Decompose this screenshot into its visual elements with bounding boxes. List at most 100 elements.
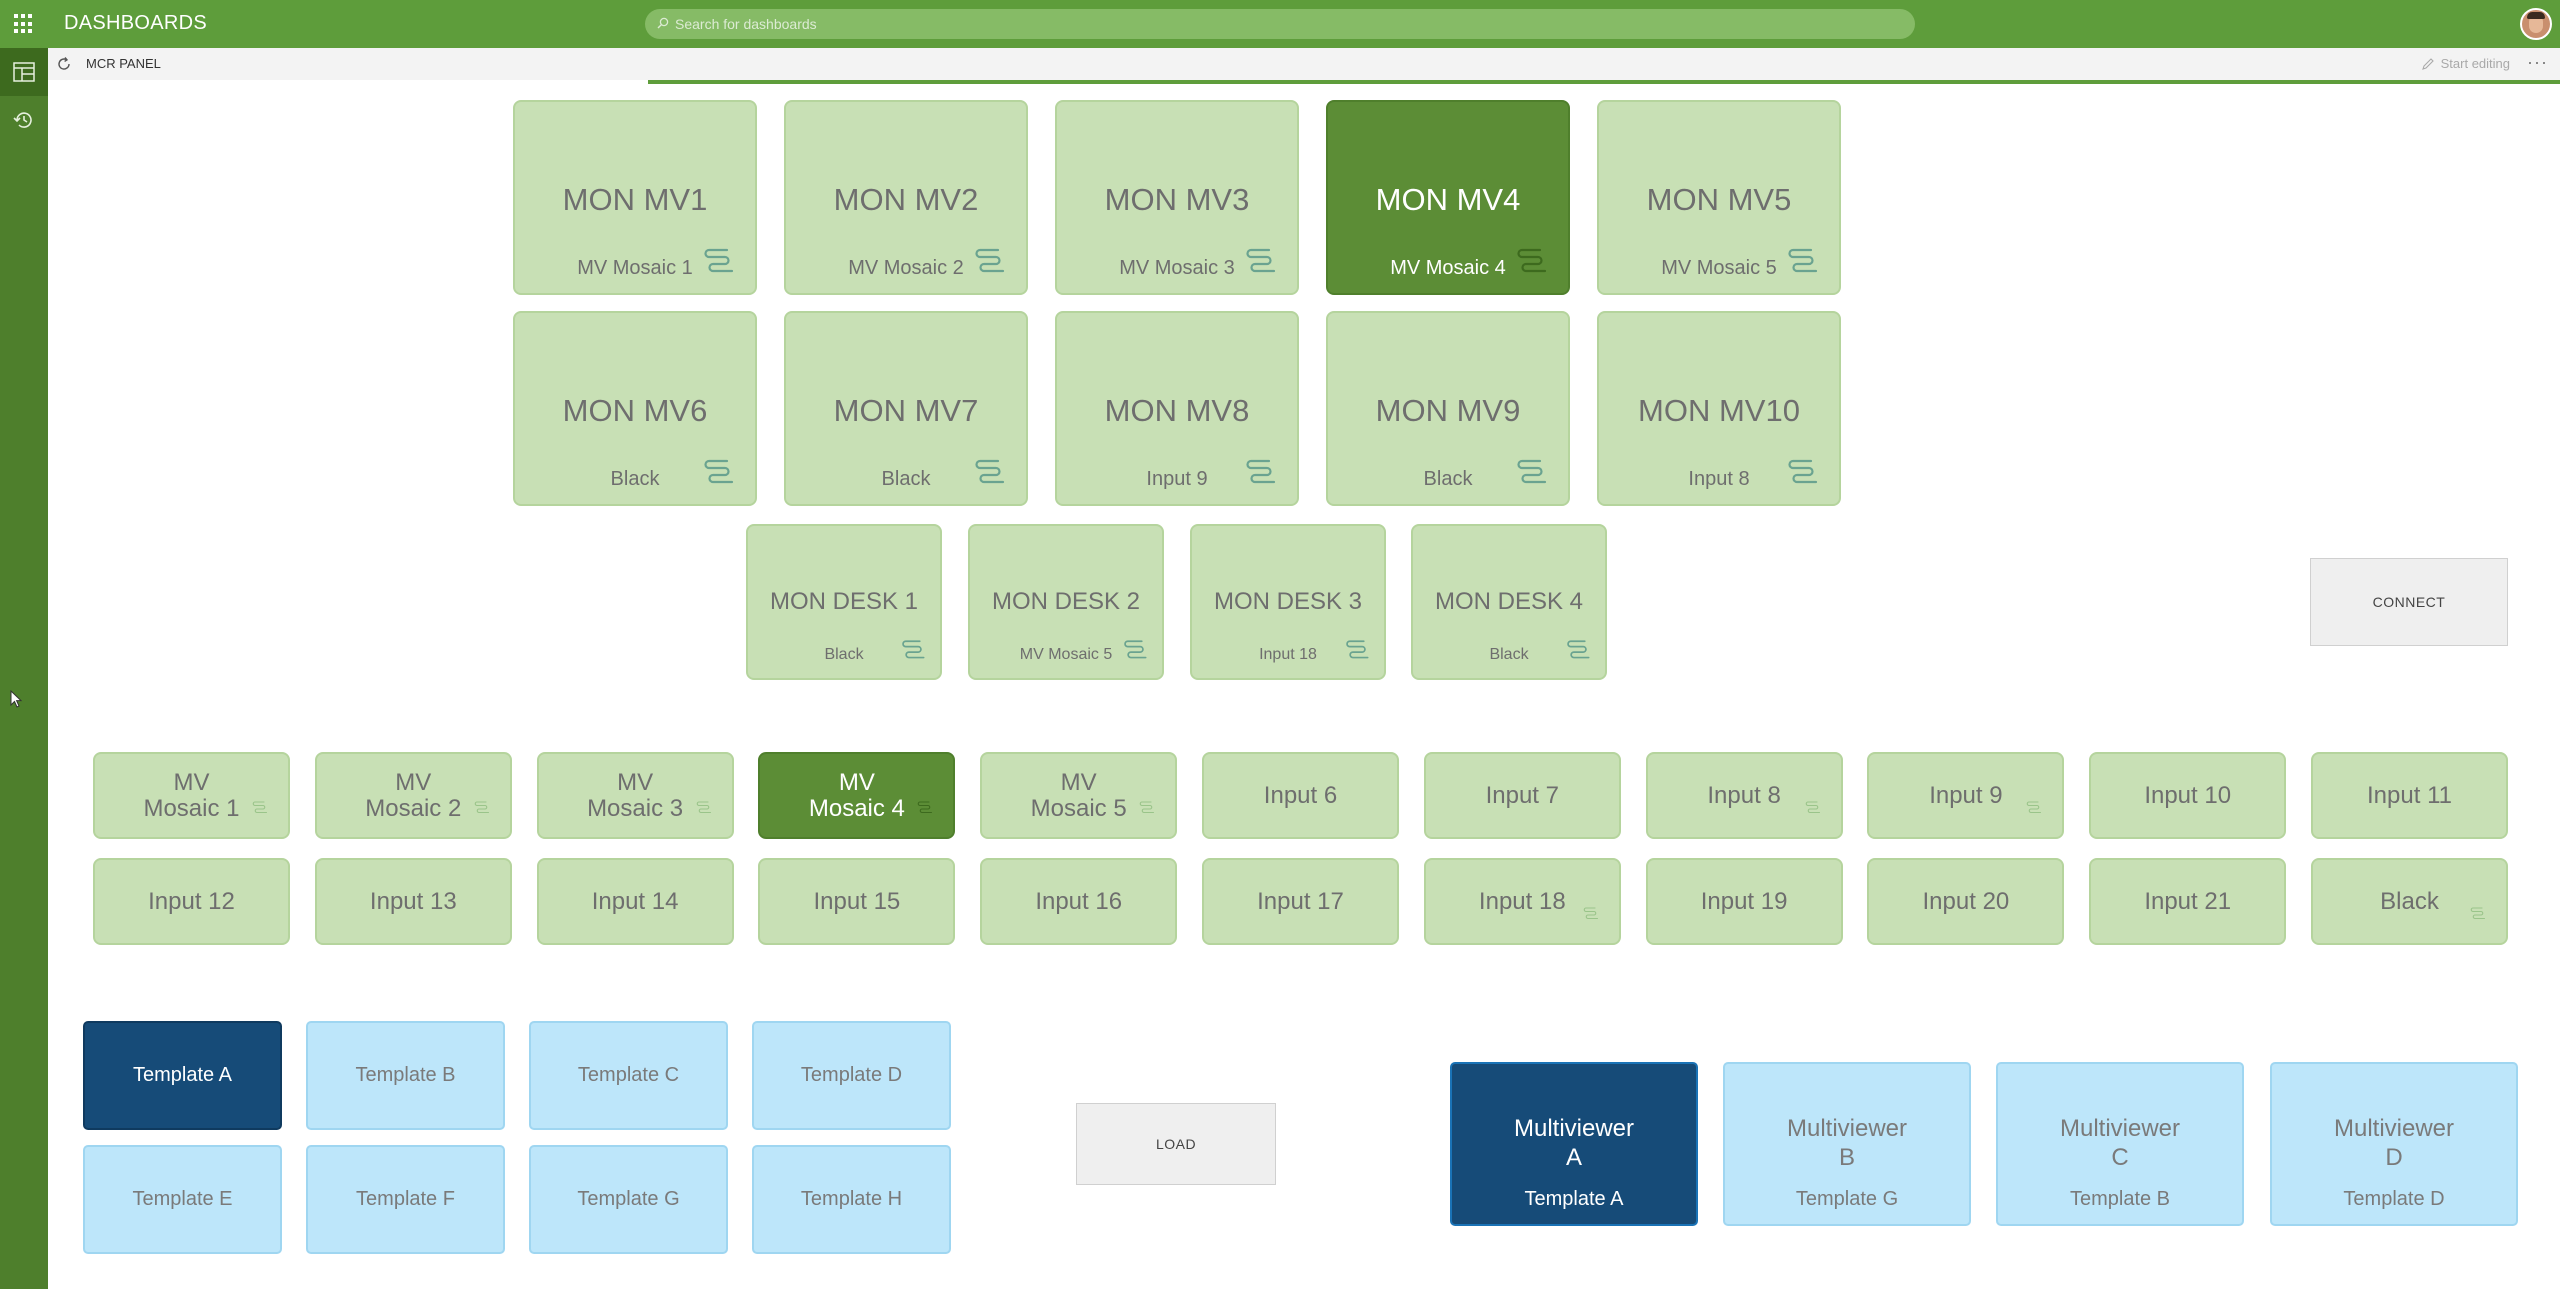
input-source-tile[interactable]: Input 9 (1867, 752, 2065, 839)
input-source-tile[interactable]: Input 7 (1423, 752, 1621, 839)
search-icon (657, 17, 669, 29)
multiviewer-name: Multiviewer D (2333, 1115, 2455, 1171)
monitor-name: MON MV1 (562, 182, 708, 217)
input-source-tile[interactable]: MV Mosaic 5 (980, 752, 1178, 839)
sidebar-item-history[interactable] (0, 96, 48, 144)
template-button[interactable]: Template G (529, 1145, 728, 1254)
route-icon (1783, 457, 1819, 485)
avatar[interactable] (2520, 8, 2552, 40)
monitor-name: MON MV4 (1375, 182, 1521, 217)
desk-monitor-source: Black (824, 646, 864, 663)
load-button[interactable]: LOAD (1076, 1103, 1276, 1185)
monitor-source: MV Mosaic 1 (577, 257, 693, 279)
monitor-source: Input 9 (1146, 468, 1208, 490)
input-source-tile[interactable]: MV Mosaic 1 (93, 752, 290, 839)
input-source-tile[interactable]: Input 12 (93, 858, 290, 945)
route-icon (2468, 906, 2486, 920)
template-button[interactable]: Template E (83, 1145, 282, 1254)
input-source-tile[interactable]: Input 13 (314, 858, 512, 945)
input-source-tile[interactable]: MV Mosaic 3 (536, 752, 734, 839)
monitor-tile[interactable]: MON MV5 MV Mosaic 5 (1597, 100, 1841, 295)
multiviewer-template: Template B (2069, 1188, 2171, 1210)
input-source-tile[interactable]: Input 19 (1645, 858, 1843, 945)
multiviewer-template: Template D (2343, 1188, 2445, 1210)
monitor-source: MV Mosaic 3 (1119, 257, 1235, 279)
input-source-tile[interactable]: Input 8 (1645, 752, 1843, 839)
monitor-name: MON MV5 (1646, 182, 1792, 217)
connect-button[interactable]: CONNECT (2310, 558, 2508, 646)
route-icon (1120, 638, 1148, 660)
template-button[interactable]: Template A (83, 1021, 282, 1130)
multiviewer-tile[interactable]: Multiviewer C Template B (1996, 1062, 2244, 1226)
monitor-name: MON MV7 (833, 393, 979, 428)
template-button[interactable]: Template F (306, 1145, 505, 1254)
template-label: Template D (800, 1064, 903, 1086)
template-label: Template B (355, 1064, 456, 1086)
refresh-icon[interactable] (56, 56, 72, 72)
start-editing-label: Start editing (2440, 56, 2510, 71)
template-button[interactable]: Template H (752, 1145, 951, 1254)
template-button[interactable]: Template C (529, 1021, 728, 1130)
top-bar: DASHBOARDS Search for dashboards (0, 0, 2560, 48)
input-source-tile[interactable]: Input 17 (1202, 858, 1399, 945)
desk-monitor-name: MON DESK 4 (1434, 588, 1584, 615)
monitor-name: MON MV10 (1638, 393, 1800, 428)
dashboard-icon (13, 62, 35, 82)
multiviewer-tile[interactable]: Multiviewer D Template D (2270, 1062, 2518, 1226)
monitor-source: MV Mosaic 4 (1390, 257, 1506, 279)
input-source-tile[interactable]: Input 21 (2089, 858, 2287, 945)
route-icon (1581, 906, 1599, 920)
more-options-button[interactable]: ··· (2527, 52, 2548, 72)
mouse-cursor-icon (10, 690, 23, 708)
input-source-tile[interactable]: MV Mosaic 4 (758, 752, 956, 839)
input-source-label: MV Mosaic 1 (143, 768, 240, 822)
monitor-tile[interactable]: MON MV4 MV Mosaic 4 (1326, 100, 1570, 295)
template-button[interactable]: Template D (752, 1021, 951, 1130)
input-source-tile[interactable]: Input 10 (2089, 752, 2287, 839)
app-title[interactable]: DASHBOARDS (64, 12, 208, 34)
input-source-tile[interactable]: Input 15 (758, 858, 956, 945)
input-source-label: MV Mosaic 4 (808, 768, 905, 822)
input-source-label: Input 20 (1922, 887, 2010, 915)
route-icon (2024, 800, 2042, 814)
template-label: Template C (577, 1064, 680, 1086)
route-icon (970, 457, 1006, 485)
monitor-tile[interactable]: MON MV1 MV Mosaic 1 (513, 100, 757, 295)
monitor-source: MV Mosaic 5 (1661, 257, 1777, 279)
route-icon (915, 800, 933, 814)
app-launcher-icon[interactable] (14, 14, 34, 34)
search-input[interactable]: Search for dashboards (645, 9, 1915, 39)
input-source-tile[interactable]: Input 14 (536, 858, 734, 945)
monitor-name: MON MV6 (562, 393, 708, 428)
input-source-tile[interactable]: Black (2311, 858, 2508, 945)
route-icon (1803, 800, 1821, 814)
input-source-tile[interactable]: Input 16 (980, 858, 1178, 945)
template-button[interactable]: Template B (306, 1021, 505, 1130)
input-source-tile[interactable]: Input 18 (1423, 858, 1621, 945)
monitor-name: MON MV2 (833, 182, 979, 217)
input-source-tile[interactable]: MV Mosaic 2 (314, 752, 512, 839)
input-source-tile[interactable]: Input 6 (1202, 752, 1399, 839)
input-source-tile[interactable]: Input 20 (1867, 858, 2065, 945)
input-source-tile[interactable]: Input 11 (2311, 752, 2508, 839)
multiviewer-name: Multiviewer C (2059, 1115, 2181, 1171)
template-label: Template G (577, 1188, 680, 1210)
sidebar-item-dashboards[interactable] (0, 48, 48, 96)
input-source-label: Input 16 (1035, 887, 1123, 915)
desk-monitor-source: MV Mosaic 5 (1019, 646, 1113, 663)
side-rail (0, 48, 48, 1289)
start-editing-button[interactable]: Start editing (2421, 56, 2510, 71)
